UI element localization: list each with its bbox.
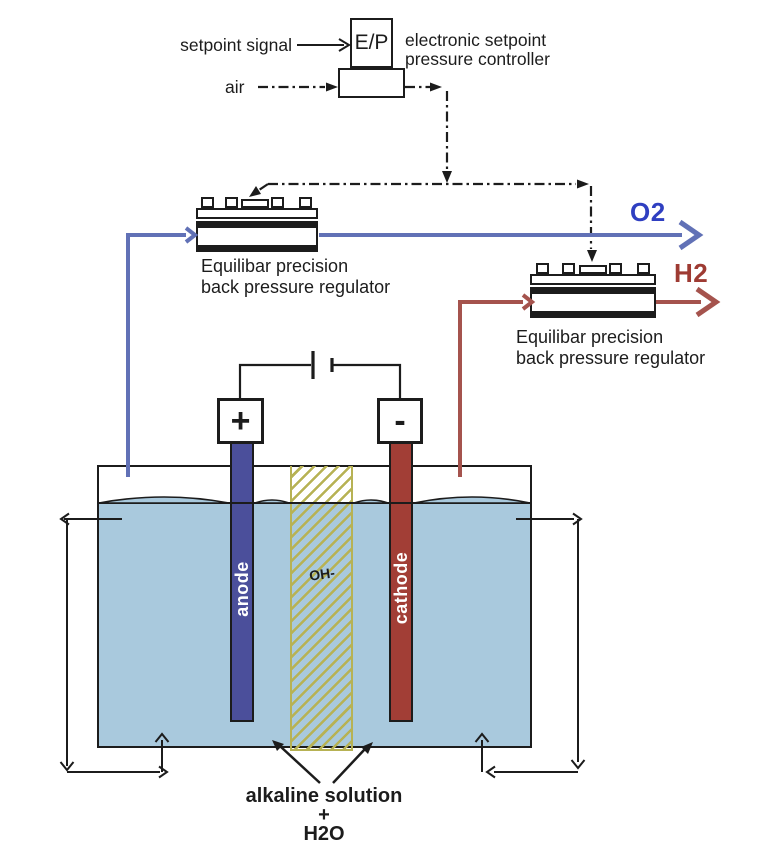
dimension-arrows-left <box>59 512 170 779</box>
o2-regulator-caption: Equilibar precision back pressure regula… <box>201 256 391 297</box>
o2-back-pressure-regulator <box>196 197 318 252</box>
regulator-bolts <box>530 263 656 274</box>
ep-converter-box: E/P <box>350 18 393 68</box>
anode-bar <box>230 442 254 722</box>
positive-terminal: + <box>217 398 264 444</box>
oh-membrane <box>290 466 353 751</box>
regulator-bolts <box>196 197 318 208</box>
setpoint-signal-arrow <box>297 38 351 52</box>
negative-terminal: - <box>377 398 423 444</box>
controller-description: electronic setpoint pressure controller <box>405 30 550 69</box>
battery-symbol <box>238 351 402 399</box>
dimension-arrows-right <box>474 512 586 779</box>
solution-pointer-arrows <box>272 740 373 784</box>
setpoint-signal-label: setpoint signal <box>180 35 292 55</box>
water-surface <box>98 496 531 504</box>
cathode-bar <box>389 442 413 722</box>
oxygen-output-label: O2 <box>630 197 666 227</box>
air-control-lines <box>249 82 597 262</box>
air-label: air <box>225 77 245 97</box>
hydrogen-output-label: H2 <box>674 258 709 288</box>
solution-label: alkaline solution + H2O <box>245 785 403 845</box>
h2-pipe <box>458 286 721 477</box>
h2-regulator-caption: Equilibar precision back pressure regula… <box>516 327 706 368</box>
h2-back-pressure-regulator <box>530 263 656 318</box>
o2-pipe <box>126 219 704 477</box>
air-supply-box <box>338 68 405 98</box>
